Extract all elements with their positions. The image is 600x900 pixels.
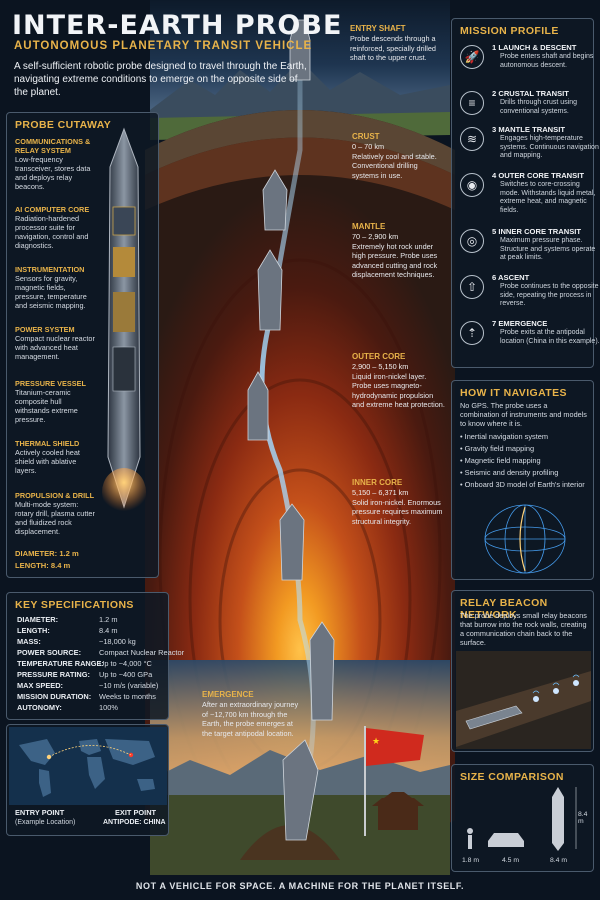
navigation-text: No GPS. The probe uses a combination of … <box>460 401 587 428</box>
entry-shaft-text: Probe descends through a reinforced, spe… <box>350 34 436 62</box>
size-human-label: 1.8 m <box>462 857 479 864</box>
navigation-panel: HOW IT NAVIGATES No GPS. The probe uses … <box>451 380 594 580</box>
spec-row: PRESSURE RATING:Up to ~400 GPa <box>17 670 153 679</box>
size-comparison-illustration <box>467 787 577 851</box>
navigation-list: • Inertial navigation system • Gravity f… <box>460 431 592 491</box>
cutaway-item-instrumentation: INSTRUMENTATION Sensors for gravity, mag… <box>15 265 87 310</box>
relay-text: The probe deploys small relay beacons th… <box>460 611 587 647</box>
list-item: • Gravity field mapping <box>460 444 535 453</box>
cutaway-item-pressure-vessel: PRESSURE VESSEL Titanium-ceramic composi… <box>15 379 86 424</box>
spec-row: DIAMETER:1.2 m <box>17 615 118 624</box>
list-item: • Onboard 3D model of Earth's interior <box>460 480 585 489</box>
size-comparison-panel: SIZE COMPARISON 1.8 m 4.5 m 8.4 m 8.4 m <box>451 764 594 872</box>
cutaway-length: LENGTH: 8.4 m <box>15 561 71 570</box>
navigation-title: HOW IT NAVIGATES <box>460 387 567 399</box>
map-entry-label: ENTRY POINT <box>15 808 65 817</box>
probe-cutaway-illustration <box>102 127 146 516</box>
relay-beacon-illustration <box>456 651 591 749</box>
ascent-icon: ⇧ <box>460 275 484 299</box>
world-map-illustration <box>9 727 167 805</box>
mission-title: MISSION PROFILE <box>460 25 559 37</box>
emergence-callout: EMERGENCE After an extraordinary journey… <box>202 690 299 738</box>
rocket-icon: 🚀 <box>460 45 484 69</box>
size-car-label: 4.5 m <box>502 857 519 864</box>
exit-icon: ⇡ <box>460 321 484 345</box>
entry-shaft-callout: ENTRY SHAFT Probe descends through a rei… <box>350 24 450 63</box>
list-item: • Seismic and density profiling <box>460 468 559 477</box>
size-probe-label: 8.4 m <box>550 857 567 864</box>
page-subtitle: AUTONOMOUS PLANETARY TRANSIT VEHICLE <box>14 40 313 52</box>
spec-row: MAX SPEED:~10 m/s (variable) <box>17 681 159 690</box>
key-specifications-panel: KEY SPECIFICATIONS DIAMETER:1.2 m LENGTH… <box>6 592 184 720</box>
list-item: • Inertial navigation system <box>460 432 549 441</box>
spec-row: LENGTH:8.4 m <box>17 626 118 635</box>
relay-beacon-panel: RELAY BEACON NETWORK The probe deploys s… <box>451 590 594 752</box>
map-entry-sub: (Example Location) <box>15 819 76 826</box>
globe-wireframe-icon <box>484 504 566 574</box>
cutaway-item-ai-core: AI COMPUTER CORE Radiation-hardened proc… <box>15 205 90 250</box>
layers-icon: ≡ <box>460 91 484 115</box>
spec-row: POWER SOURCE:Compact Nuclear Reactor <box>17 648 185 657</box>
flame-icon: ≋ <box>460 127 484 151</box>
spec-row: MASS:~18,000 kg <box>17 637 136 646</box>
list-item: • Magnetic field mapping <box>460 456 541 465</box>
spec-row: MISSION DURATION:Weeks to months <box>17 692 156 701</box>
probe-cutaway-panel: PROBE CUTAWAY COMMUNICATIONS & RELAY SYS… <box>6 112 159 578</box>
cutaway-title: PROBE CUTAWAY <box>15 119 112 131</box>
cutaway-item-comms: COMMUNICATIONS & RELAY SYSTEM Low-freque… <box>15 137 91 191</box>
probe-figures <box>247 19 335 841</box>
intro-text: A self-sufficient robotic probe designed… <box>14 61 307 98</box>
cutaway-item-propulsion: PROPULSION & DRILL Multi-mode system: ro… <box>15 491 95 536</box>
svg-text:★: ★ <box>372 737 380 747</box>
core-icon: ◎ <box>460 229 484 253</box>
map-exit-label: EXIT POINT <box>115 808 157 817</box>
specs-title: KEY SPECIFICATIONS <box>15 599 134 611</box>
size-title: SIZE COMPARISON <box>460 771 564 783</box>
relay-title: RELAY BEACON NETWORK <box>460 597 548 621</box>
magnet-icon: ◉ <box>460 173 484 197</box>
world-map-panel: ENTRY POINT (Example Location) EXIT POIN… <box>6 724 169 836</box>
cutaway-diameter: DIAMETER: 1.2 m <box>15 549 79 558</box>
cutaway-item-thermal-shield: THERMAL SHIELD Actively cooled heat shie… <box>15 439 80 475</box>
page-title: INTER-EARTH PROBE <box>12 10 343 41</box>
spec-row: AUTONOMY:100% <box>17 703 118 712</box>
map-exit-sub: ANTIPODE: CHINA <box>103 819 166 826</box>
spec-row: TEMPERATURE RANGE:Up to ~4,000 °C <box>17 659 152 668</box>
cutaway-item-power: POWER SYSTEM Compact nuclear reactor wit… <box>15 325 95 361</box>
footer-tagline: NOT A VEHICLE FOR SPACE. A MACHINE FOR T… <box>135 881 465 891</box>
entry-shaft-label: ENTRY SHAFT <box>350 24 406 33</box>
size-probe-height-label: 8.4 m <box>578 811 588 825</box>
